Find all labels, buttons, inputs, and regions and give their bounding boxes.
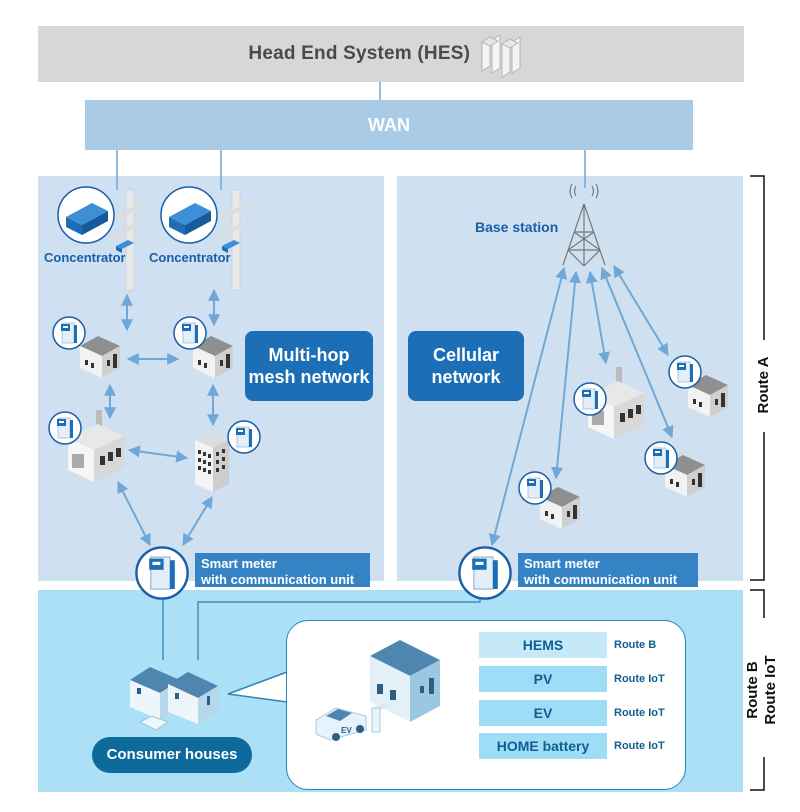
mesh-label-line: Multi-hop bbox=[268, 345, 350, 365]
device-row-home-battery: HOME battery bbox=[479, 733, 607, 759]
hes-title: Head End System (HES) bbox=[38, 26, 744, 82]
consumer-houses-icon bbox=[130, 667, 218, 731]
mesh-arrow bbox=[127, 445, 189, 463]
cellular-arrow bbox=[551, 270, 581, 480]
device-row-hems: HEMS bbox=[479, 632, 607, 658]
device-row-ev: EV bbox=[479, 700, 607, 726]
hes-title-text: Head End System (HES) bbox=[248, 43, 471, 64]
mesh-smart-meter-label: Smart meter with communication unit bbox=[195, 553, 370, 587]
device-route-pv: Route IoT bbox=[614, 673, 665, 685]
route-b-label: Route B bbox=[744, 661, 761, 719]
route-b-iot-label: Route B Route IoT bbox=[744, 640, 784, 740]
concentrator-label: Concentrator bbox=[44, 250, 126, 265]
base-station-tower-icon bbox=[562, 183, 606, 267]
server-rack-icon bbox=[480, 34, 521, 78]
device-row-pv: PV bbox=[479, 666, 607, 692]
wan-title: WAN bbox=[368, 115, 410, 135]
concentrator-icon bbox=[160, 186, 218, 244]
smart-meter-label-line: with communication unit bbox=[201, 572, 355, 587]
smart-meter-icon bbox=[573, 382, 607, 416]
smart-meter-icon bbox=[135, 546, 189, 600]
smart-meter-icon bbox=[458, 546, 512, 600]
mesh-label-line: mesh network bbox=[248, 367, 370, 387]
wan-box: WAN bbox=[85, 100, 693, 150]
office-building-icon bbox=[195, 432, 229, 492]
smart-meter-icon bbox=[52, 316, 86, 350]
cellular-arrow bbox=[585, 270, 611, 365]
smart-meter-icon bbox=[644, 441, 678, 475]
concentrator-label: Concentrator bbox=[149, 250, 231, 265]
smart-meter-icon bbox=[227, 420, 261, 454]
smart-meter-label-line: Smart meter bbox=[524, 556, 600, 571]
cellular-label-line: Cellular bbox=[432, 345, 499, 365]
cellular-smart-meter-label: Smart meter with communication unit bbox=[518, 553, 698, 587]
utility-pole-icon bbox=[216, 188, 250, 292]
smart-meter-label-line: with communication unit bbox=[524, 572, 678, 587]
smart-meter-icon bbox=[668, 355, 702, 389]
concentrator-icon bbox=[57, 186, 115, 244]
base-station-label: Base station bbox=[475, 219, 559, 235]
smart-meter-icon bbox=[48, 411, 82, 445]
route-a-label: Route A bbox=[755, 356, 772, 414]
consumer-houses-label: Consumer houses bbox=[92, 737, 252, 773]
head-end-system-box: Head End System (HES) bbox=[38, 26, 744, 82]
cellular-arrow bbox=[613, 264, 669, 357]
route-iot-label: Route IoT bbox=[762, 655, 779, 725]
device-route-ev: Route IoT bbox=[614, 707, 665, 719]
mesh-arrow bbox=[182, 495, 213, 547]
mesh-arrow bbox=[117, 480, 151, 547]
smart-meter-icon bbox=[173, 316, 207, 350]
device-route-home-battery: Route IoT bbox=[614, 740, 665, 752]
utility-pole-icon bbox=[110, 188, 144, 292]
house-icon bbox=[80, 336, 120, 378]
smart-meter-icon bbox=[518, 471, 552, 505]
cellular-label-line: network bbox=[431, 367, 501, 387]
device-route-hems: Route B bbox=[614, 639, 657, 651]
smart-meter-label-line: Smart meter bbox=[201, 556, 277, 571]
